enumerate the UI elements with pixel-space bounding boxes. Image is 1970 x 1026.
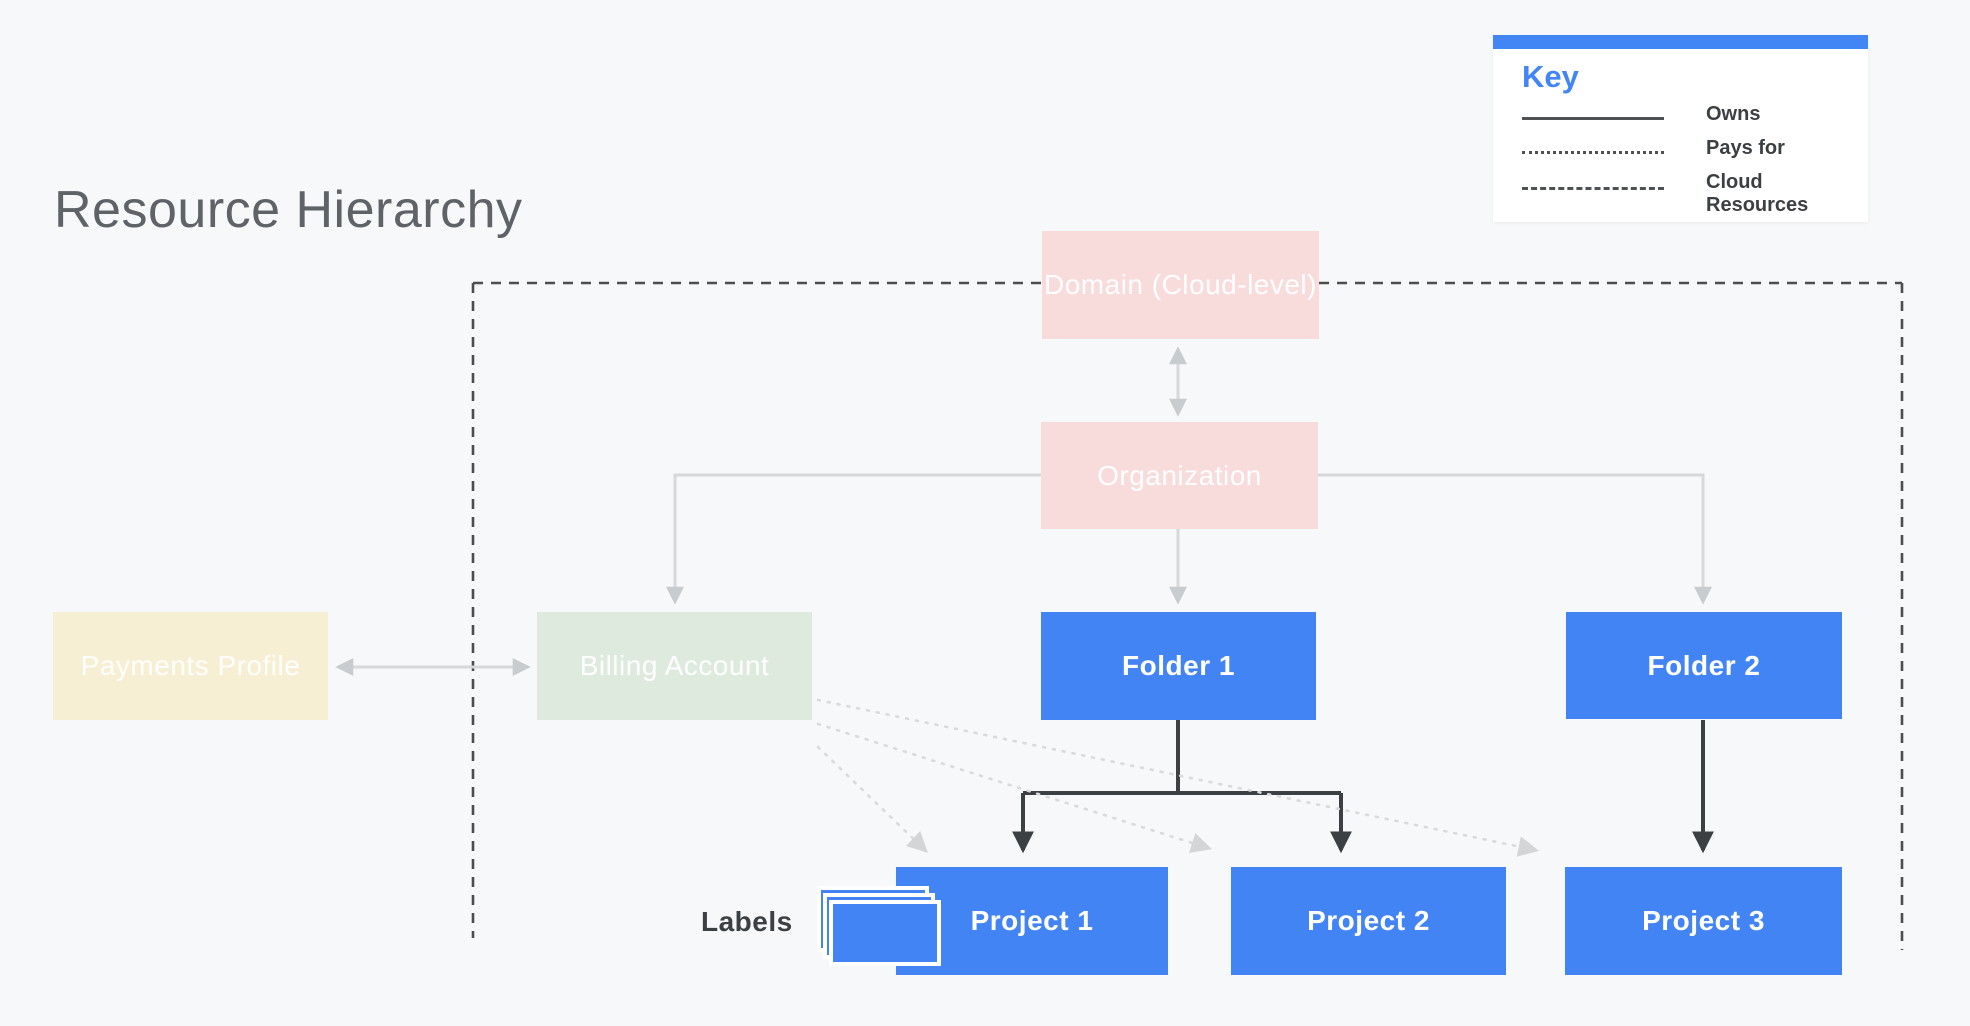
node-organization: Organization xyxy=(1041,422,1318,529)
cloud-resources-boundary xyxy=(471,281,1904,950)
legend: Key Owns Pays for Cloud Resources xyxy=(1493,35,1868,222)
edge-billing-pays-project-2 xyxy=(816,722,1212,853)
node-folder-2: Folder 2 xyxy=(1566,612,1842,719)
node-organization-label: Organization xyxy=(1097,459,1262,491)
edge-organization-folder-2 xyxy=(1316,473,1712,605)
node-folder-2-label: Folder 2 xyxy=(1647,649,1761,681)
node-folder-1-label: Folder 1 xyxy=(1122,650,1235,681)
owns-line-sample xyxy=(1522,117,1664,120)
node-folder-1: Folder 1 xyxy=(1041,612,1316,720)
edge-organization-billing-account xyxy=(666,473,1041,605)
node-project-2: Project 2 xyxy=(1231,867,1506,975)
page-title: Resource Hierarchy xyxy=(54,181,523,239)
edge-billing-pays-project-1 xyxy=(816,745,928,853)
node-domain-label: Domain (Cloud-level) xyxy=(1044,269,1317,300)
edge-folder-1-branch xyxy=(1023,720,1341,795)
legend-label-cloud-resources: Cloud Resources xyxy=(1706,171,1809,216)
node-domain: Domain (Cloud-level) xyxy=(1042,231,1319,339)
labels-stack-icon-front-card xyxy=(829,900,941,966)
cloud-resources-line-sample xyxy=(1522,187,1664,190)
node-payments-profile: Payments Profile xyxy=(53,612,328,720)
legend-label-pays-for: Pays for xyxy=(1706,137,1785,159)
legend-label-owns: Owns xyxy=(1706,103,1761,125)
node-project-2-label: Project 2 xyxy=(1307,905,1430,936)
node-project-1-label: Project 1 xyxy=(970,905,1094,936)
legend-accent-bar xyxy=(1493,35,1868,49)
node-project-3-label: Project 3 xyxy=(1642,905,1765,936)
node-project-3: Project 3 xyxy=(1565,867,1842,975)
node-billing-account-label: Billing Account xyxy=(579,650,770,681)
pays-for-line-sample xyxy=(1522,151,1664,154)
edge-billing-pays-project-3 xyxy=(816,698,1540,857)
labels-caption: Labels xyxy=(701,906,793,937)
node-project-1: Project 1 xyxy=(896,867,1168,975)
legend-title: Key xyxy=(1522,59,1579,94)
node-payments-profile-label: Payments Profile xyxy=(80,650,301,681)
node-billing-account: Billing Account xyxy=(537,612,812,720)
